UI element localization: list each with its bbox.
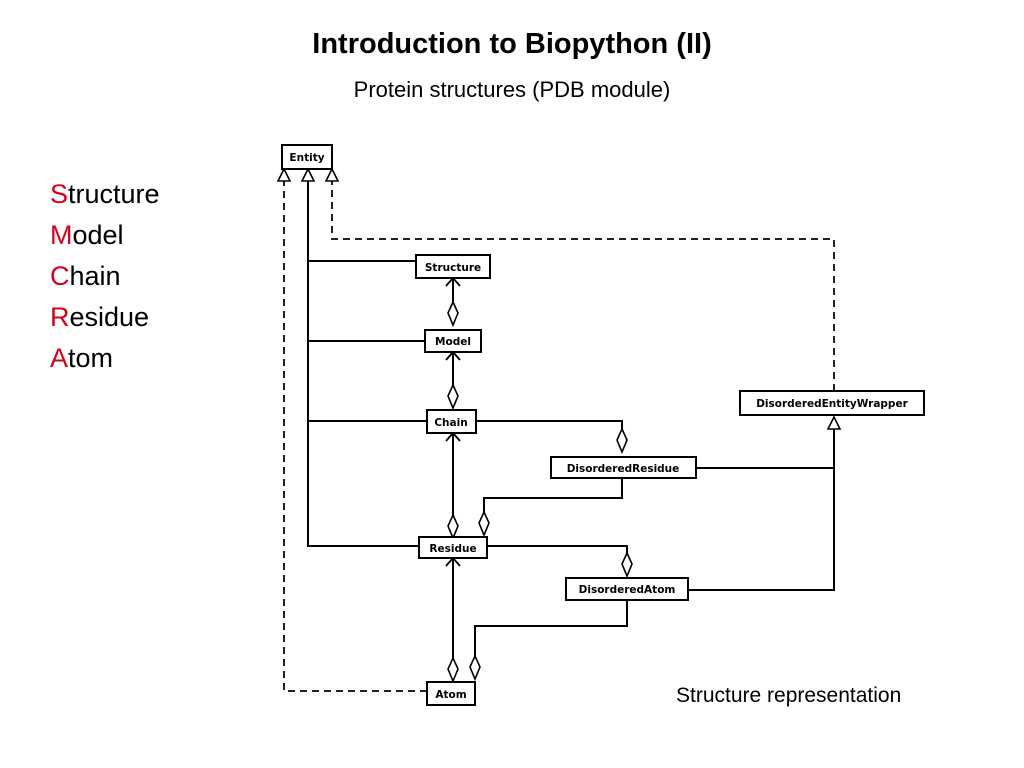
class-label: DisorderedEntityWrapper bbox=[756, 398, 908, 410]
hierarchy-rest: hain bbox=[69, 261, 121, 291]
hierarchy-initial: C bbox=[50, 261, 70, 291]
edge-disordered-atom-to-wrapper bbox=[688, 468, 835, 591]
diamond-icon bbox=[447, 383, 459, 411]
triangle-arrow-icon bbox=[324, 167, 340, 182]
inheritance-edges bbox=[283, 181, 835, 692]
hierarchy-initial: R bbox=[50, 302, 70, 332]
hierarchy-list: Structure Model Chain Residue Atom bbox=[50, 174, 160, 379]
hierarchy-initial: A bbox=[50, 343, 69, 373]
hierarchy-item-model: Model bbox=[50, 215, 160, 256]
diamond-icon bbox=[469, 654, 481, 682]
edge-residue-to-entity bbox=[307, 181, 419, 547]
triangle-arrow-icon bbox=[300, 167, 316, 182]
diamond-icon bbox=[478, 510, 490, 538]
class-chain: Chain bbox=[426, 409, 477, 434]
hierarchy-initial: S bbox=[50, 179, 69, 209]
class-label: Model bbox=[435, 336, 471, 348]
hierarchy-item-structure: Structure bbox=[50, 174, 160, 215]
diamond-icon bbox=[621, 551, 633, 579]
diamond-icon bbox=[447, 656, 459, 684]
class-disordered-entity-wrapper: DisorderedEntityWrapper bbox=[739, 390, 925, 416]
hierarchy-item-chain: Chain bbox=[50, 256, 160, 297]
diamond-icon bbox=[447, 513, 459, 541]
hierarchy-rest: esidue bbox=[69, 302, 150, 332]
hierarchy-rest: odel bbox=[72, 220, 124, 250]
class-label: DisorderedAtom bbox=[579, 584, 676, 596]
hierarchy-item-residue: Residue bbox=[50, 297, 160, 338]
hierarchy-item-atom: Atom bbox=[50, 338, 160, 379]
hierarchy-rest: tructure bbox=[68, 179, 160, 209]
edge-disordered-residue-in-chain bbox=[476, 420, 623, 429]
slide-subtitle: Protein structures (PDB module) bbox=[353, 77, 671, 102]
hierarchy-rest: tom bbox=[68, 343, 114, 373]
class-label: Structure bbox=[425, 262, 481, 274]
edge-wrapper-to-entity bbox=[331, 181, 835, 391]
edge-disordered-residue-to-wrapper bbox=[696, 429, 835, 469]
class-model: Model bbox=[424, 329, 482, 353]
aggregation-edges bbox=[445, 276, 633, 684]
class-label: Chain bbox=[434, 417, 467, 429]
class-disordered-atom: DisorderedAtom bbox=[565, 577, 689, 601]
hierarchy-initial: M bbox=[50, 220, 73, 250]
figure-caption: Structure representation bbox=[676, 684, 902, 707]
edge-atom-to-entity bbox=[283, 181, 427, 692]
edge-atom-in-disordered-atom bbox=[474, 600, 628, 656]
class-label: Entity bbox=[289, 152, 324, 164]
edge-residue-in-disordered-residue bbox=[483, 478, 623, 512]
inheritance-arrowheads bbox=[276, 167, 842, 430]
class-entity: Entity bbox=[281, 144, 333, 170]
class-atom: Atom bbox=[426, 681, 476, 706]
triangle-arrow-icon bbox=[826, 415, 842, 430]
class-label: Residue bbox=[429, 543, 476, 555]
triangle-arrow-icon bbox=[276, 167, 292, 182]
slide-title: Introduction to Biopython (II) bbox=[312, 28, 712, 60]
class-disordered-residue: DisorderedResidue bbox=[550, 456, 697, 479]
diamond-icon bbox=[616, 427, 628, 455]
diamond-icon bbox=[447, 300, 459, 328]
edge-disordered-atom-in-residue bbox=[487, 545, 628, 553]
class-label: Atom bbox=[435, 689, 466, 701]
class-residue: Residue bbox=[418, 536, 488, 559]
class-label: DisorderedResidue bbox=[567, 463, 680, 475]
class-structure: Structure bbox=[415, 254, 491, 279]
